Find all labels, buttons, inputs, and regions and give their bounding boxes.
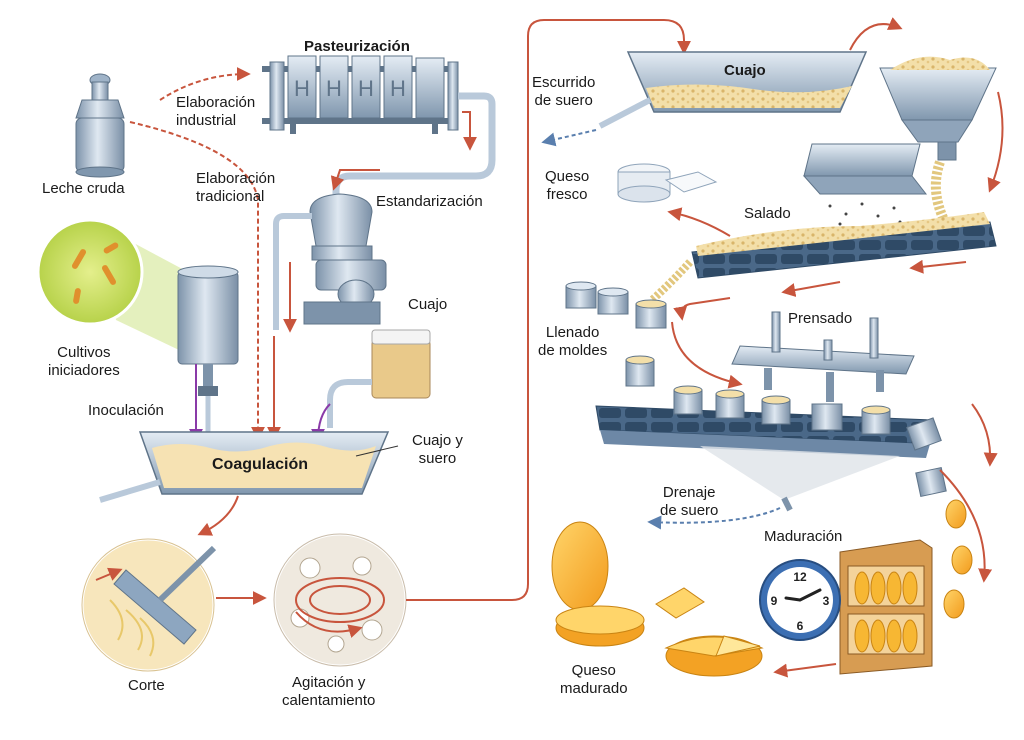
label-cuajo-y-suero-line1: Cuajo y: [412, 432, 463, 449]
clock-numeral-12: 12: [793, 570, 807, 584]
fresh-cheese-illustration: [617, 163, 718, 203]
clock-icon: 12 3 6 9: [759, 559, 841, 641]
label-elaboracion-tradicional: Elaboración tradicional: [196, 170, 275, 206]
label-elaboracion-industrial-line2: industrial: [176, 112, 237, 129]
salting-illustration: [802, 143, 949, 230]
label-elaboracion-industrial-line1: Elaboración: [176, 94, 256, 111]
label-estandarizacion: Estandarización: [376, 193, 483, 210]
label-llenado-line2: de moldes: [538, 342, 608, 359]
ripened-cheese-illustration: [551, 521, 764, 677]
label-cuajo-y-suero-line2: suero: [418, 450, 457, 467]
label-queso-fresco-line2: fresco: [546, 186, 588, 203]
svg-text:H: H: [326, 76, 342, 101]
flow-arrow-industrial: [159, 67, 251, 101]
svg-text:H: H: [390, 76, 406, 101]
label-queso-madurado-line1: Queso: [571, 662, 616, 679]
label-queso-fresco-line1: Queso: [545, 168, 590, 185]
starter-cultures-illustration: [36, 218, 200, 360]
label-cultivos-iniciadores-line1: Cultivos: [57, 344, 111, 361]
label-cultivos-iniciadores: Cultivos iniciadores: [48, 344, 120, 380]
label-queso-madurado: Queso madurado: [560, 662, 628, 698]
cheese-wheels-falling: [943, 499, 973, 619]
label-leche-cruda: Leche cruda: [42, 180, 125, 197]
label-llenado-line1: Llenado: [545, 324, 600, 341]
label-escurrido-line1: Escurrido: [532, 74, 596, 91]
label-agitacion-line1: Agitación y: [292, 674, 366, 691]
coagulation-vat-illustration: [99, 431, 390, 503]
label-coagulacion: Coagulación: [212, 456, 309, 473]
hopper-illustration: [879, 56, 997, 161]
label-drenaje-de-suero: Drenaje de suero: [660, 484, 718, 520]
label-agitacion-line2: calentamiento: [282, 692, 376, 709]
label-drenaje-line1: Drenaje: [662, 484, 716, 501]
clock-numeral-3: 3: [823, 594, 830, 608]
label-inoculacion: Inoculación: [88, 402, 164, 419]
label-corte: Corte: [128, 677, 165, 694]
clock-numeral-9: 9: [771, 594, 778, 608]
label-elaboracion-industrial: Elaboración industrial: [176, 94, 255, 130]
label-pasteurizacion: Pasteurización: [304, 38, 410, 55]
label-escurrido-de-suero: Escurrido de suero: [532, 74, 595, 110]
whey-drain-arrow-top: [541, 129, 597, 147]
label-maduracion: Maduración: [764, 528, 843, 545]
clock-numeral-6: 6: [797, 619, 804, 633]
agitation-illustration: [272, 532, 408, 668]
label-escurrido-line2: de suero: [534, 92, 593, 109]
label-elaboracion-tradicional-line1: Elaboración: [196, 170, 276, 187]
label-cultivos-iniciadores-line2: iniciadores: [48, 362, 120, 379]
whey-drain-arrow-bottom: [647, 507, 781, 530]
curd-vat-illustration: [598, 51, 868, 129]
label-salado: Salado: [744, 205, 791, 222]
rennet-jar-illustration: [327, 329, 431, 428]
pasteurizer-illustration: H H H H: [262, 55, 459, 134]
milk-can-illustration: [75, 73, 125, 178]
salting-conveyor-illustration: [649, 212, 997, 303]
culture-tank-illustration: [177, 265, 239, 436]
label-elaboracion-tradicional-line2: tradicional: [196, 188, 265, 205]
cutting-illustration: [80, 537, 217, 673]
svg-text:H: H: [358, 76, 374, 101]
molds-illustration: [565, 281, 667, 329]
label-queso-madurado-line2: madurado: [560, 680, 628, 697]
label-queso-fresco: Queso fresco: [545, 168, 589, 204]
label-drenaje-line2: de suero: [660, 502, 719, 519]
maturation-shelf-illustration: [839, 539, 933, 675]
flow-arrow-to-curd-vat: [406, 19, 691, 601]
label-cuajo-left: Cuajo: [408, 296, 448, 313]
label-prensado: Prensado: [788, 310, 853, 327]
svg-text:H: H: [294, 76, 310, 101]
label-llenado-de-moldes: Llenado de moldes: [538, 324, 607, 360]
separator-illustration: [273, 193, 387, 330]
cheese-molds-on-belt: [625, 355, 947, 498]
label-agitacion-calentamiento: Agitación y calentamiento: [282, 674, 375, 710]
label-cuajo-top: Cuajo: [724, 62, 766, 79]
label-cuajo-y-suero: Cuajo y suero: [412, 432, 463, 468]
